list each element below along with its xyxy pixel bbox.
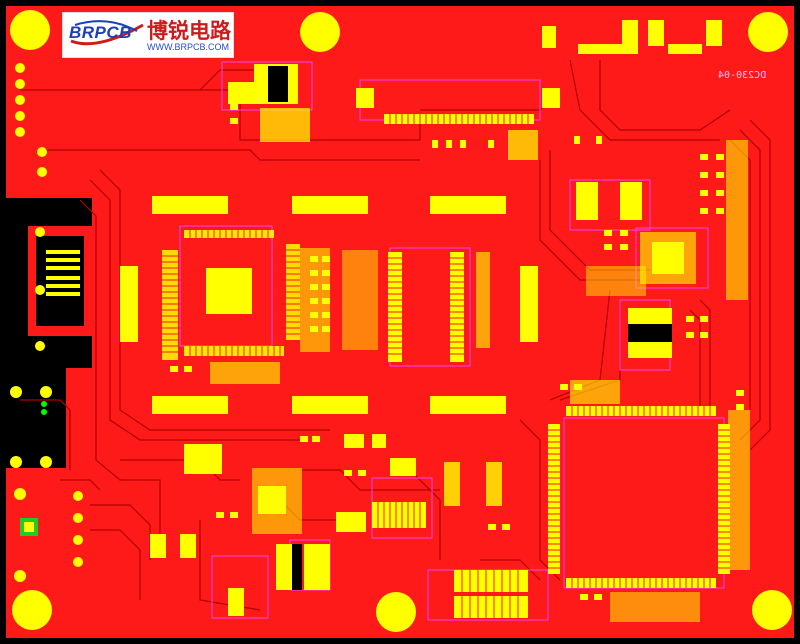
mounting-hole xyxy=(12,590,52,630)
green-test-pad-center xyxy=(24,522,34,532)
top-connector-gaps xyxy=(389,114,529,124)
top-connector-pads xyxy=(228,20,722,160)
left-connector-cutout xyxy=(6,198,92,468)
qfp-pin-gaps xyxy=(162,230,300,356)
mounting-hole xyxy=(376,592,416,632)
vias xyxy=(41,401,47,415)
bus-bar-pads xyxy=(120,196,538,414)
logo-chinese-name: 博锐电路 xyxy=(147,19,231,43)
power-section-pads xyxy=(150,434,528,618)
mounting-holes xyxy=(10,10,792,632)
mounting-hole xyxy=(10,10,50,50)
logo-brand-text: BRPCB xyxy=(69,23,132,42)
brpcb-logo: BRPCB 博锐电路 WWW.BRPCB.COM xyxy=(62,12,234,58)
main-qfp-chip xyxy=(548,380,750,622)
center-soic-chips xyxy=(342,250,490,362)
right-qfn-chip xyxy=(576,140,748,358)
logo-swoosh-icon xyxy=(70,20,144,46)
board-id-label: DC230-04 xyxy=(718,70,767,81)
regulator-body xyxy=(268,66,288,102)
mounting-hole xyxy=(748,12,788,52)
main-qfp-pin-gaps xyxy=(548,406,730,588)
mounting-hole xyxy=(300,12,340,52)
soic-bottom-pin-gaps xyxy=(377,502,519,618)
mounting-hole xyxy=(752,590,792,630)
left-edge-pads xyxy=(10,63,83,582)
passive-components xyxy=(170,104,744,600)
soic-pin-gaps xyxy=(388,257,464,355)
logo-url-text: WWW.BRPCB.COM xyxy=(147,42,229,52)
